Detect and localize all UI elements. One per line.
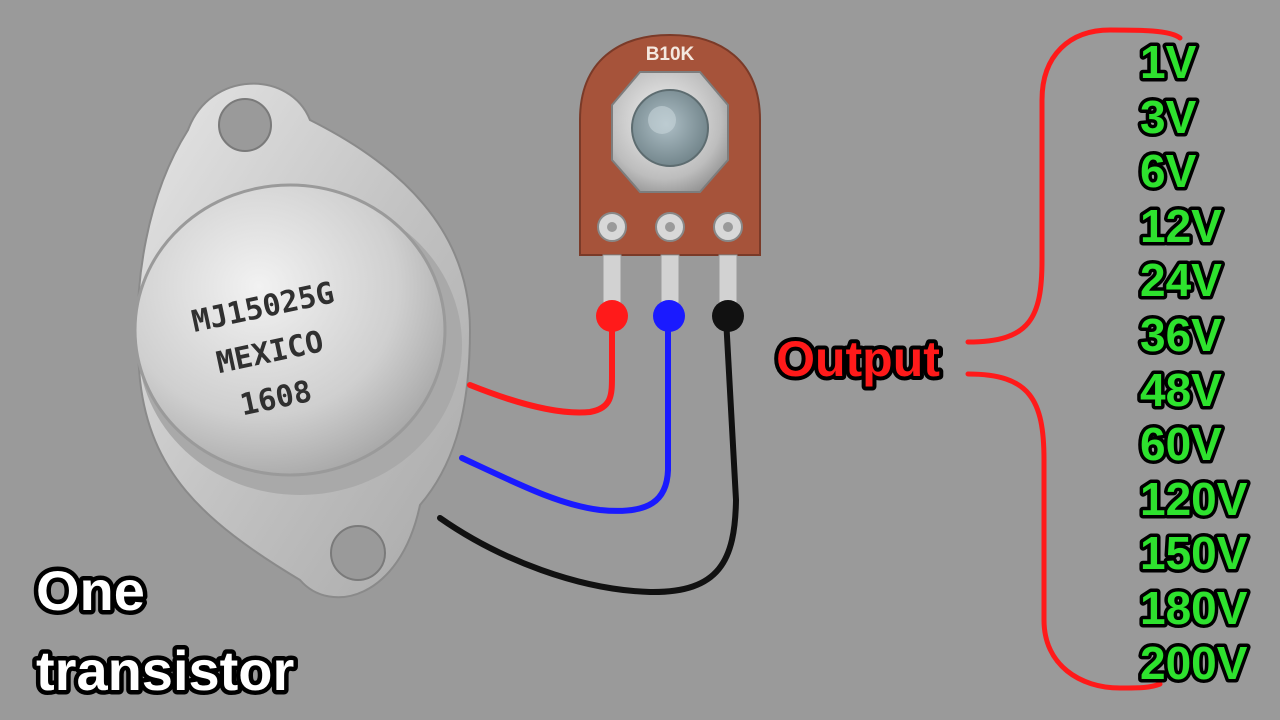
transistor-mount-hole-bottom [330, 525, 386, 581]
voltage-label: 12V [1140, 200, 1222, 252]
potentiometer-leg-right [718, 254, 738, 304]
junction-black [712, 300, 744, 332]
transistor-mount-hole-top [218, 98, 272, 152]
voltage-label: 1V [1140, 36, 1197, 88]
wire-red [467, 315, 615, 416]
wire-black [437, 315, 740, 596]
voltage-label: 24V [1140, 254, 1222, 306]
junction-red [596, 300, 628, 332]
potentiometer-leg-middle [660, 254, 680, 304]
wire-blue [459, 315, 671, 514]
potentiometer: B10K [579, 33, 761, 332]
potentiometer-pin-right-hole [723, 222, 733, 232]
voltage-label: 3V [1140, 91, 1197, 143]
potentiometer-pin-left-hole [607, 222, 617, 232]
caption-line2: transistor [36, 639, 294, 702]
voltage-label: 48V [1140, 364, 1222, 416]
potentiometer-pin-middle-hole [665, 222, 675, 232]
output-bracket-upper [965, 27, 1183, 345]
transistor-can [133, 183, 447, 477]
output-bracket-lower [965, 371, 1163, 691]
voltage-label: 200V [1140, 637, 1248, 689]
potentiometer-leg-left [602, 254, 622, 304]
potentiometer-code: B10K [646, 44, 695, 65]
caption-line1: One [36, 559, 145, 622]
voltage-label: 150V [1140, 527, 1248, 579]
transistor: MJ15025G MEXICO 1608 [133, 82, 472, 599]
voltage-label: 36V [1140, 309, 1222, 361]
potentiometer-shaft-highlight [648, 106, 676, 134]
voltage-label: 60V [1140, 418, 1222, 470]
output-label: Output [776, 331, 940, 387]
voltage-label: 120V [1140, 473, 1248, 525]
voltage-label: 180V [1140, 582, 1248, 634]
voltage-label: 6V [1140, 145, 1197, 197]
junction-blue [653, 300, 685, 332]
